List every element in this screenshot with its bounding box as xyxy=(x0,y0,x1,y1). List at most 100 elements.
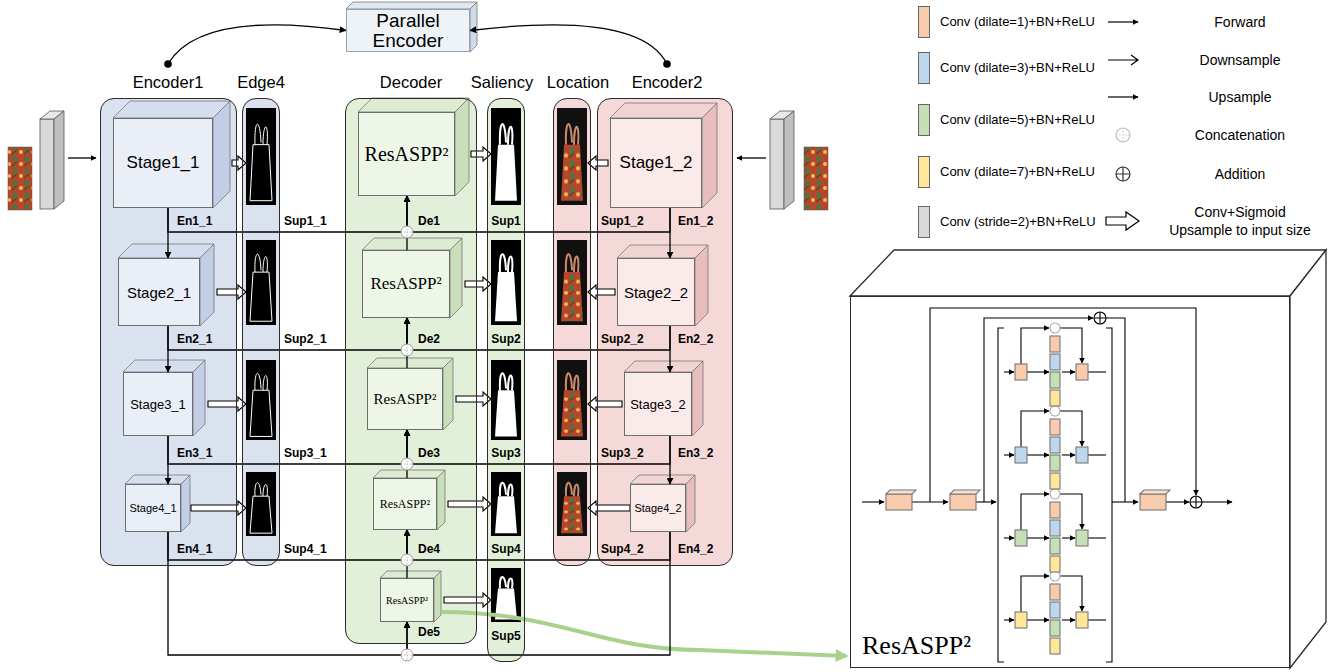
legend-entry: Conv (dilate=1)+BN+ReLU xyxy=(940,13,1095,31)
edge-map-image xyxy=(246,360,276,440)
stage-box: Stage2_2 xyxy=(617,258,695,326)
module-internal xyxy=(1062,619,1075,620)
callout-label: Sup5 xyxy=(491,630,520,643)
stage-name: Stage1_1 xyxy=(127,153,200,173)
module-internal xyxy=(1060,411,1082,446)
module-internal xyxy=(1050,502,1060,518)
decoder-block: ResASPP² xyxy=(358,112,455,196)
cube-top-face xyxy=(362,238,462,250)
panel-heading: Decoder xyxy=(380,72,442,92)
callout-label: De4 xyxy=(418,543,440,556)
concatenation-symbol xyxy=(401,226,413,238)
module-internal xyxy=(1050,406,1060,416)
module-internal xyxy=(1050,584,1060,600)
callout-text: De3 xyxy=(418,446,440,460)
module-internal xyxy=(1021,411,1049,447)
module-internal xyxy=(1050,556,1060,572)
encoder-panel: Encoder1Stage1_1Stage2_1Stage3_1Stage4_1 xyxy=(100,64,237,566)
callout-label: En1_2 xyxy=(678,215,713,228)
module-internal xyxy=(1027,371,1049,372)
stage-box: Stage4_2 xyxy=(630,484,686,532)
stride-conv-slab xyxy=(770,119,784,209)
legend-text: Conv+Sigmoid Upsample to input size xyxy=(1169,204,1311,238)
module-internal xyxy=(1027,619,1049,620)
concatenation-symbol xyxy=(401,554,413,566)
callout-text: Sup1_1 xyxy=(284,214,327,228)
legend-symbol xyxy=(1108,55,1138,65)
module-internal xyxy=(1076,612,1088,628)
decoder-block: ResASPP² xyxy=(362,250,450,318)
module-internal xyxy=(1015,530,1027,546)
concatenation-symbol xyxy=(401,344,413,356)
module-internal xyxy=(1015,612,1027,628)
stride-conv-slab xyxy=(784,111,794,209)
legend-symbol xyxy=(1106,212,1139,230)
callout-text: Sup5 xyxy=(491,629,520,643)
module-internal xyxy=(1004,454,1014,455)
cube-top-face xyxy=(610,103,717,118)
module-internal xyxy=(1062,371,1075,372)
cube-side-face xyxy=(455,98,469,196)
legend-entry: Forward xyxy=(1164,13,1316,31)
connector xyxy=(168,532,407,655)
legend-text: Conv (dilate=5)+BN+ReLU xyxy=(940,112,1095,127)
box-title: Parallel Encoder xyxy=(351,11,465,50)
callout-label: Sup1 xyxy=(491,215,520,228)
panel-heading: Edge4 xyxy=(237,72,285,92)
legend-swatch xyxy=(918,6,930,38)
panel-heading: Saliency xyxy=(471,72,533,92)
legend-symbol xyxy=(1108,96,1138,97)
callout-text: Sup4 xyxy=(491,542,520,556)
panel-fill xyxy=(487,98,525,662)
module-internal xyxy=(1050,455,1060,471)
edge-map-image xyxy=(246,472,276,536)
cube-top-face xyxy=(380,571,441,578)
legend-entry: Conv (dilate=7)+BN+ReLU xyxy=(940,163,1095,181)
module-internal xyxy=(1050,638,1060,654)
cube-side-face xyxy=(181,475,190,532)
callout-label: Sup4 xyxy=(491,543,520,556)
module-3d-frame xyxy=(850,250,1326,668)
stride-conv-slab xyxy=(40,111,794,209)
saliency-map-image xyxy=(491,472,521,536)
cube-side-face xyxy=(200,244,214,326)
cube-side-face xyxy=(692,361,703,436)
module-internal xyxy=(1076,447,1088,463)
stage-box: Stage1_1 xyxy=(113,118,213,208)
callout-label: En3_1 xyxy=(177,447,212,460)
module-internal xyxy=(1015,364,1027,380)
connector xyxy=(168,318,407,350)
side-output-arrow xyxy=(208,397,246,411)
connector xyxy=(168,430,407,464)
callout-label: Sup2 xyxy=(491,333,520,346)
edge-panel: Edge4 xyxy=(242,64,280,566)
callout-label: De3 xyxy=(418,447,440,460)
callout-label: De2 xyxy=(418,333,440,346)
side-output-arrow xyxy=(232,156,246,170)
cube-top-face xyxy=(113,101,230,118)
callout-text: Sup4_1 xyxy=(284,542,327,556)
module-3d-frame xyxy=(850,250,1326,296)
cube-top-face xyxy=(624,361,703,372)
callout-text: De1 xyxy=(418,214,440,228)
callout-label: Sup2_1 xyxy=(284,333,327,346)
module-internal xyxy=(1021,494,1049,530)
block-name: ResASPP² xyxy=(370,274,441,294)
decoder-block: ResASPP² xyxy=(380,578,434,622)
callout-label: En2_2 xyxy=(678,333,713,346)
panel-fill xyxy=(553,98,591,566)
module-internal xyxy=(1202,501,1232,502)
side-output-arrow xyxy=(588,397,622,411)
callout-text: Sup3_1 xyxy=(284,446,327,460)
legend-text: Conv (dilate=3)+BN+ReLU xyxy=(940,60,1095,75)
callout-text: En1_1 xyxy=(177,214,212,228)
module-internal xyxy=(1190,496,1202,508)
module-internal xyxy=(1190,496,1202,508)
connector xyxy=(407,530,670,560)
stage-name: Stage1_2 xyxy=(620,153,693,173)
callout-text: En2_1 xyxy=(177,332,212,346)
callout-label: Sup3 xyxy=(491,447,520,460)
callout-label: Sup2_2 xyxy=(601,333,644,346)
module-internal xyxy=(1050,336,1060,352)
cube-side-face xyxy=(470,2,477,52)
